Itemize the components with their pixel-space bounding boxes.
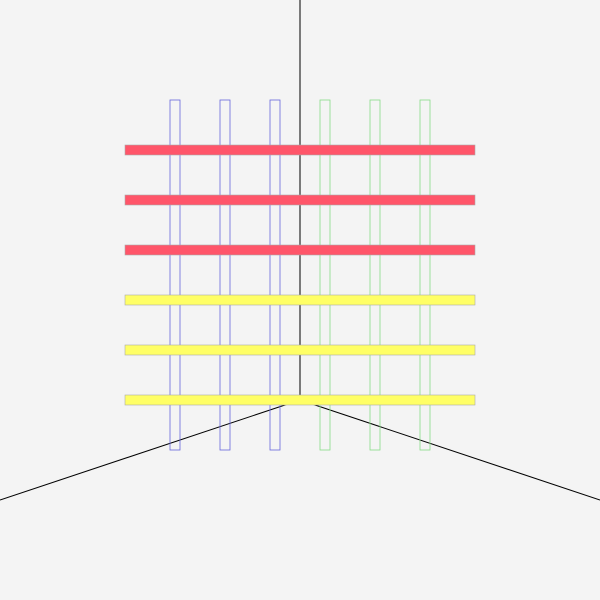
horizontal-bar-top [124,194,476,206]
vertical-bar-left [269,99,281,451]
horizontal-bar-top [124,144,476,156]
horizontal-bars [124,144,476,406]
axis-right [299,399,600,501]
horizontal-bar-bottom [124,294,476,306]
vertical-bar-right [419,99,431,451]
vertical-bar-left [219,99,231,451]
vertical-bar-left [169,99,181,451]
horizontal-bar-bottom [124,394,476,406]
vertical-bars [169,99,431,451]
horizontal-bar-bottom [124,344,476,356]
vertical-bar-right [369,99,381,451]
horizontal-bar-top [124,244,476,256]
axis-left [0,399,301,501]
vertical-bar-right [319,99,331,451]
